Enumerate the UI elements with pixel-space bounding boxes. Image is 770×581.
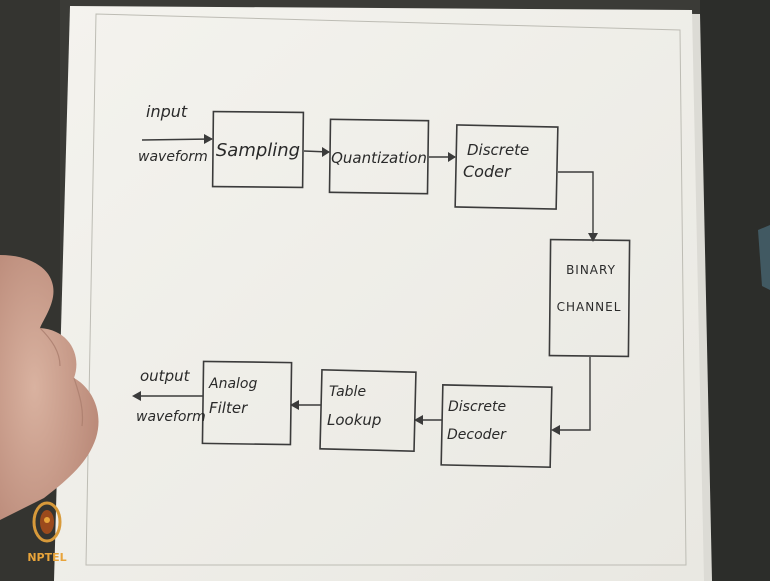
output-label-line1: output bbox=[140, 367, 191, 385]
nptel-logo-text: NPTEL bbox=[27, 551, 66, 564]
decoder-label-line2: Decoder bbox=[447, 427, 507, 443]
channel-label-line1: BINARY bbox=[566, 263, 616, 277]
quantization-label: Quantization bbox=[331, 149, 427, 167]
lookup-label-line1: Table bbox=[329, 384, 366, 400]
output-label-line2: waveform bbox=[136, 409, 206, 425]
paper-sheet bbox=[54, 6, 704, 581]
background-right-dark bbox=[700, 0, 770, 581]
input-label-line1: input bbox=[146, 102, 188, 121]
coder-label-line2: Coder bbox=[463, 162, 512, 181]
filter-label-line1: Analog bbox=[208, 376, 257, 392]
coder-label-line1: Discrete bbox=[467, 141, 529, 159]
channel-label-line2: CHANNEL bbox=[557, 300, 622, 314]
filter-label-line2: Filter bbox=[209, 399, 248, 417]
input-label-line2: waveform bbox=[138, 149, 208, 165]
lookup-label-line2: Lookup bbox=[327, 411, 381, 429]
sampling-label: Sampling bbox=[216, 140, 300, 161]
decoder-label-line1: Discrete bbox=[448, 399, 506, 415]
